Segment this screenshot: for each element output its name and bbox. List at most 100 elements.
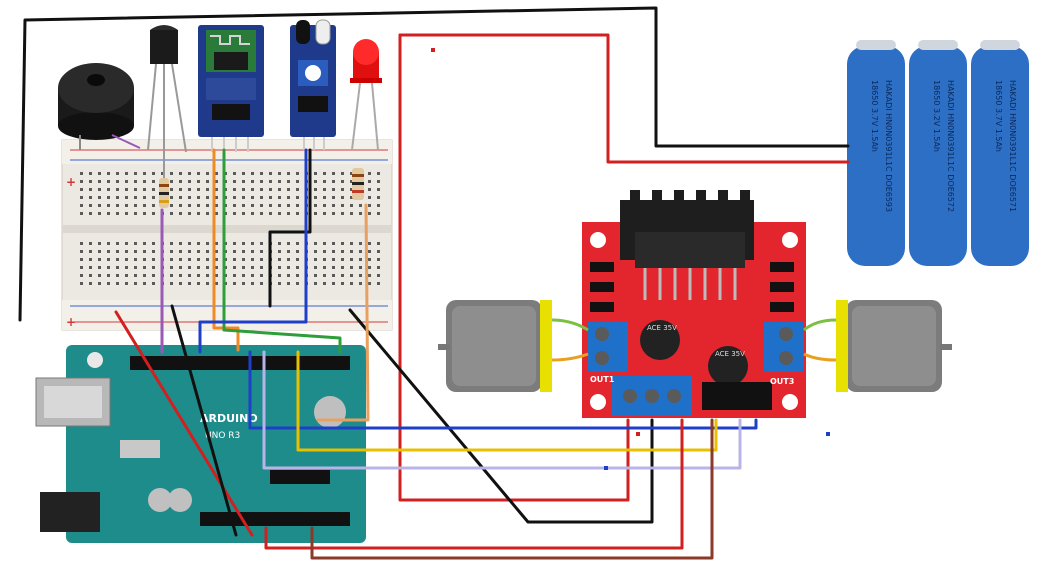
wire-blue-driver [248,350,758,430]
battery-icon: 18650 3.7V 1.5Ah HAKADI HN0N0391L1C DOE6… [971,40,1029,266]
out1-label: OUT1 [590,375,615,384]
breadboard-hole [179,188,182,191]
breadboard-hole [206,266,209,269]
breadboard-hole [143,274,146,277]
breadboard-hole [188,196,191,199]
bluetooth-module-icon [198,25,264,152]
breadboard-hole [287,266,290,269]
breadboard-hole [278,250,281,253]
breadboard-hole [98,180,101,183]
breadboard-hole [260,242,263,245]
breadboard-hole [116,282,119,285]
breadboard-plus-bottom: + [66,315,76,329]
breadboard-hole [98,266,101,269]
breadboard-hole [260,180,263,183]
breadboard-hole [323,274,326,277]
breadboard-hole [233,250,236,253]
breadboard-hole [197,250,200,253]
breadboard-hole [287,172,290,175]
breadboard-hole [170,188,173,191]
breadboard-hole [179,196,182,199]
breadboard-hole [296,282,299,285]
motor-icon [438,300,589,392]
breadboard-hole [269,204,272,207]
breadboard-hole [215,274,218,277]
breadboard-hole [98,196,101,199]
breadboard-hole [332,274,335,277]
breadboard-hole [134,196,137,199]
breadboard-hole [377,204,380,207]
breadboard-hole [377,212,380,215]
breadboard-hole [116,172,119,175]
breadboard-hole [107,266,110,269]
breadboard-hole [368,196,371,199]
breadboard-hole [251,250,254,253]
breadboard-hole [233,204,236,207]
buzzer-icon [58,63,141,150]
breadboard-hole [269,196,272,199]
breadboard-hole [170,266,173,269]
breadboard-hole [80,204,83,207]
wire-brown-bottom [310,418,714,560]
breadboard-hole [323,188,326,191]
breadboard-hole [215,188,218,191]
breadboard-hole [278,196,281,199]
battery-3-code: HAKADI HN0N0391L1C DOE6571 [1008,80,1017,212]
breadboard-hole [152,212,155,215]
breadboard-hole [368,250,371,253]
breadboard-hole [278,274,281,277]
ir-sensor-icon [290,19,336,150]
breadboard-hole [188,172,191,175]
breadboard-hole [125,282,128,285]
breadboard-hole [251,204,254,207]
breadboard-hole [179,258,182,261]
breadboard-hole [368,172,371,175]
breadboard-hole [341,242,344,245]
breadboard-hole [98,274,101,277]
battery-pack: 18650 3.7V 1.5Ah HAKADI HN0N0391L1C DOE6… [847,40,1029,266]
breadboard-hole [116,196,119,199]
breadboard-hole [197,188,200,191]
breadboard-hole [377,242,380,245]
breadboard-hole [350,266,353,269]
breadboard-hole [323,180,326,183]
breadboard-hole [98,242,101,245]
breadboard-hole [98,204,101,207]
breadboard-hole [170,274,173,277]
breadboard-hole [179,282,182,285]
breadboard-hole [134,274,137,277]
breadboard-hole [269,188,272,191]
breadboard-hole [179,274,182,277]
breadboard-hole [350,212,353,215]
breadboard-hole [341,172,344,175]
wire-red-diagonal [114,310,254,537]
breadboard-hole [242,274,245,277]
breadboard-hole [116,266,119,269]
wire-blue-bt [198,148,308,354]
breadboard-hole [179,242,182,245]
breadboard-hole [242,196,245,199]
breadboard-hole [80,266,83,269]
breadboard-hole [341,204,344,207]
breadboard-hole [197,274,200,277]
breadboard-hole [170,204,173,207]
arduino-board: ARDUINO UNO R3 [35,345,366,543]
breadboard-hole [341,250,344,253]
breadboard-hole [116,274,119,277]
breadboard-hole [350,250,353,253]
breadboard-hole [188,266,191,269]
breadboard-hole [107,172,110,175]
breadboard-hole [197,172,200,175]
breadboard-hole [80,250,83,253]
breadboard-hole [350,282,353,285]
breadboard-hole [125,258,128,261]
breadboard-hole [134,242,137,245]
breadboard-hole [260,188,263,191]
breadboard-hole [287,250,290,253]
breadboard-hole [125,180,128,183]
breadboard-hole [80,258,83,261]
breadboard-hole [134,258,137,261]
breadboard-hole [80,212,83,215]
breadboard-hole [377,172,380,175]
